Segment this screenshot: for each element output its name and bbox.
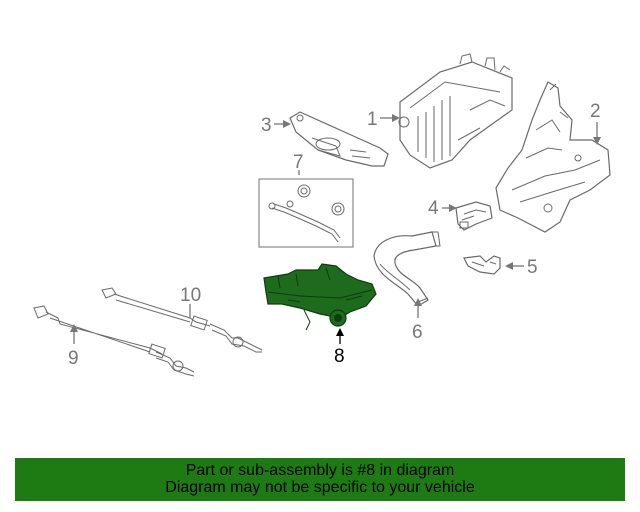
part-4-sensor[interactable]	[455, 201, 493, 231]
part-8-module[interactable]	[263, 263, 377, 331]
leader-6	[414, 298, 422, 318]
part-7-hose-kit[interactable]	[258, 178, 354, 248]
callout-8[interactable]: 8	[334, 346, 345, 367]
callout-3[interactable]: 3	[261, 115, 272, 136]
callout-1[interactable]: 1	[367, 109, 378, 130]
part-10-sensor[interactable]	[101, 287, 263, 353]
callout-10[interactable]: 10	[180, 285, 201, 306]
leader-9	[70, 324, 78, 344]
part-9-sensor[interactable]	[33, 305, 195, 377]
part-3-bracket[interactable]	[289, 111, 389, 167]
part-6-hose[interactable]	[373, 231, 441, 307]
leader-5	[505, 262, 524, 270]
part-2-bracket[interactable]	[495, 81, 611, 233]
info-banner: Part or sub-assembly is #8 in diagram Di…	[15, 458, 625, 501]
callout-9[interactable]: 9	[68, 348, 79, 369]
banner-line-2: Diagram may not be specific to your vehi…	[165, 479, 475, 496]
leader-1	[380, 114, 400, 122]
callout-5[interactable]: 5	[527, 257, 538, 278]
banner-line-1: Part or sub-assembly is #8 in diagram	[185, 462, 455, 479]
part-5-bracket[interactable]	[463, 255, 501, 275]
leader-8	[336, 328, 344, 344]
callout-2[interactable]: 2	[590, 101, 601, 122]
callout-4[interactable]: 4	[428, 198, 439, 219]
leader-2	[593, 122, 601, 145]
callout-6[interactable]: 6	[412, 322, 423, 343]
leader-4	[442, 204, 457, 212]
leader-3	[274, 120, 291, 128]
part-1-canister[interactable]	[398, 53, 513, 169]
callout-7[interactable]: 7	[293, 152, 304, 173]
